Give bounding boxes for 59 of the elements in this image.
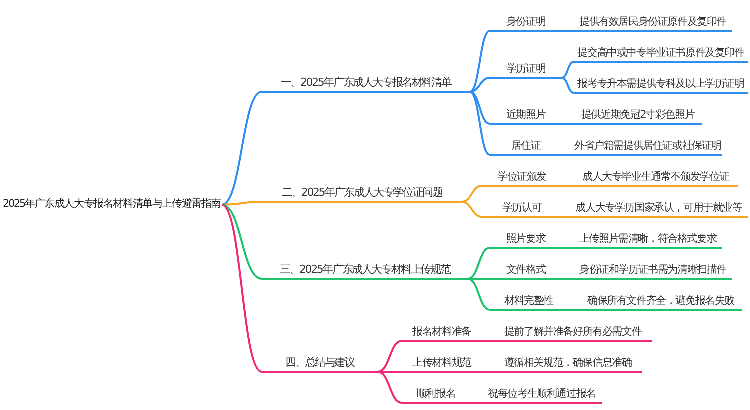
item-label: 照片要求 <box>490 231 562 249</box>
connector-line <box>482 371 494 373</box>
connector-line <box>470 402 482 404</box>
connector-line <box>562 216 570 218</box>
connector-line <box>222 91 262 206</box>
branch-label: 二、2025年广东成人大专学位证问题 <box>262 185 462 203</box>
connector-line <box>222 201 262 206</box>
item-label: 居住证 <box>490 138 562 156</box>
branch-label: 一、2025年广东成人大专报名材料清单 <box>262 75 470 93</box>
connector-line <box>468 278 490 311</box>
connector-line <box>378 371 402 373</box>
detail-label: 遵循相关规范，确保信息准确 <box>494 355 642 373</box>
connector-line <box>470 30 490 93</box>
connector-line <box>470 91 490 125</box>
item-label: 上传材料规范 <box>402 355 482 373</box>
connector-line <box>470 91 490 156</box>
item-label: 身份证明 <box>490 14 562 32</box>
item-label: 学位证颁发 <box>482 169 562 187</box>
connector-line <box>468 278 490 280</box>
connector-line <box>562 123 574 125</box>
connector-line <box>462 201 482 218</box>
root-title: 2025年广东成人大专报名材料清单与上传避雷指南 <box>2 196 222 214</box>
connector-line <box>562 154 574 156</box>
connector-line <box>222 204 262 280</box>
item-label: 报名材料准备 <box>402 324 482 342</box>
connector-line <box>562 30 574 32</box>
connector-line <box>568 309 580 311</box>
detail-label: 外省户籍需提供居住证或社保证明 <box>574 138 722 156</box>
connector-line <box>468 247 490 280</box>
detail-label: 身份证和学历证书需为清晰扫描件 <box>574 262 732 280</box>
connector-line <box>378 371 402 404</box>
connector-line <box>562 247 574 249</box>
detail-label: 提供近期免冠2寸彩色照片 <box>574 107 702 125</box>
connector-line <box>562 278 574 280</box>
item-label: 材料完整性 <box>490 293 568 311</box>
branch-label: 三、2025年广东成人大专材料上传规范 <box>262 262 468 280</box>
connector-line <box>562 77 574 94</box>
connector-line <box>462 185 482 203</box>
connector-line <box>221 204 263 373</box>
detail-label: 报考专升本需提供专科及以上学历证明 <box>574 76 748 94</box>
item-label: 顺利报名 <box>402 386 470 404</box>
connector-line <box>378 340 402 373</box>
connector-line <box>482 340 494 342</box>
detail-label: 提交高中或中专毕业证书原件及复印件 <box>574 45 748 63</box>
branch-label: 四、总结与建议 <box>262 355 378 373</box>
detail-label: 提前了解并准备好所有必需文件 <box>494 324 652 342</box>
item-label: 学历认可 <box>482 200 562 218</box>
detail-label: 确保所有文件齐全，避免报名失败 <box>580 293 742 311</box>
detail-label: 成人大专毕业生通常不颁发学位证 <box>574 169 738 187</box>
item-label: 近期照片 <box>490 107 562 125</box>
item-label: 学历证明 <box>490 61 562 79</box>
detail-label: 祝每位考生顺利通过报名 <box>482 386 602 404</box>
item-label: 文件格式 <box>490 262 562 280</box>
detail-label: 上传照片需清晰，符合格式要求 <box>574 231 722 249</box>
detail-label: 成人大专学历国家承认，可用于就业等 <box>570 200 748 218</box>
detail-label: 提供有效居民身份证原件及复印件 <box>574 14 732 32</box>
connector-line <box>562 61 574 79</box>
connector-line <box>470 77 490 93</box>
connector-line <box>562 185 574 187</box>
